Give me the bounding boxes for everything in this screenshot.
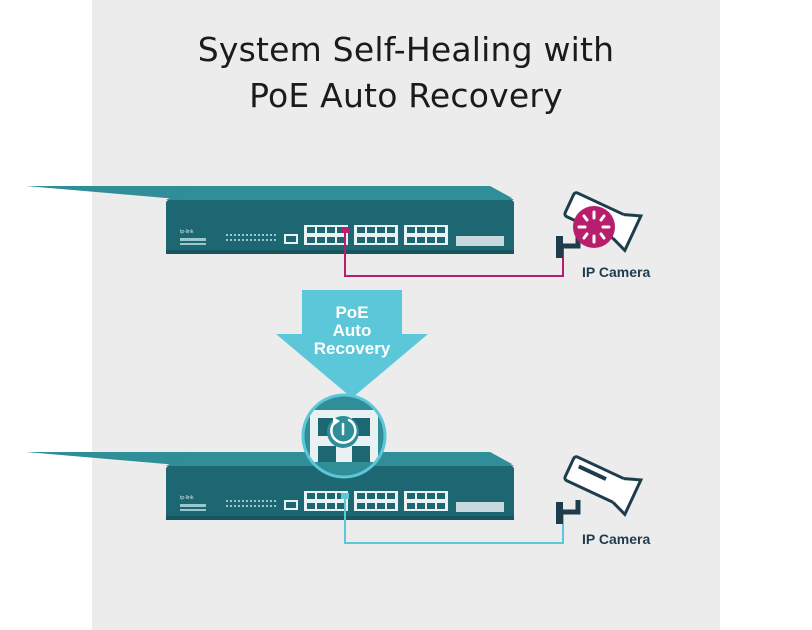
network-switch-bottom: [26, 452, 514, 520]
arrow-label-line-1: PoE: [335, 303, 369, 322]
fault-port-indicator: [341, 227, 349, 233]
network-switch-top: [26, 186, 514, 254]
loading-spinner-icon: [573, 206, 615, 248]
switch-brand-logo-top: tp-link: [180, 229, 194, 235]
diagram-title-line-2: PoE Auto Recovery: [249, 76, 563, 115]
power-restore-icon: [327, 416, 359, 448]
recovery-arrow: [276, 290, 428, 398]
ip-camera-bottom: [556, 455, 644, 524]
diagram-background: [92, 0, 720, 630]
recovered-link-line: [344, 499, 564, 544]
ip-camera-label-bottom: IP Camera: [582, 531, 651, 547]
recovered-port-indicator: [341, 493, 349, 499]
diagram-title-line-1: System Self-Healing with: [197, 30, 615, 69]
fault-link-line: [344, 233, 564, 277]
ip-camera-label-top: IP Camera: [582, 264, 651, 280]
switch-brand-logo-bottom: tp-link: [180, 495, 194, 501]
arrow-label-line-3: Recovery: [313, 339, 391, 358]
arrow-label-line-2: Auto: [332, 321, 372, 340]
